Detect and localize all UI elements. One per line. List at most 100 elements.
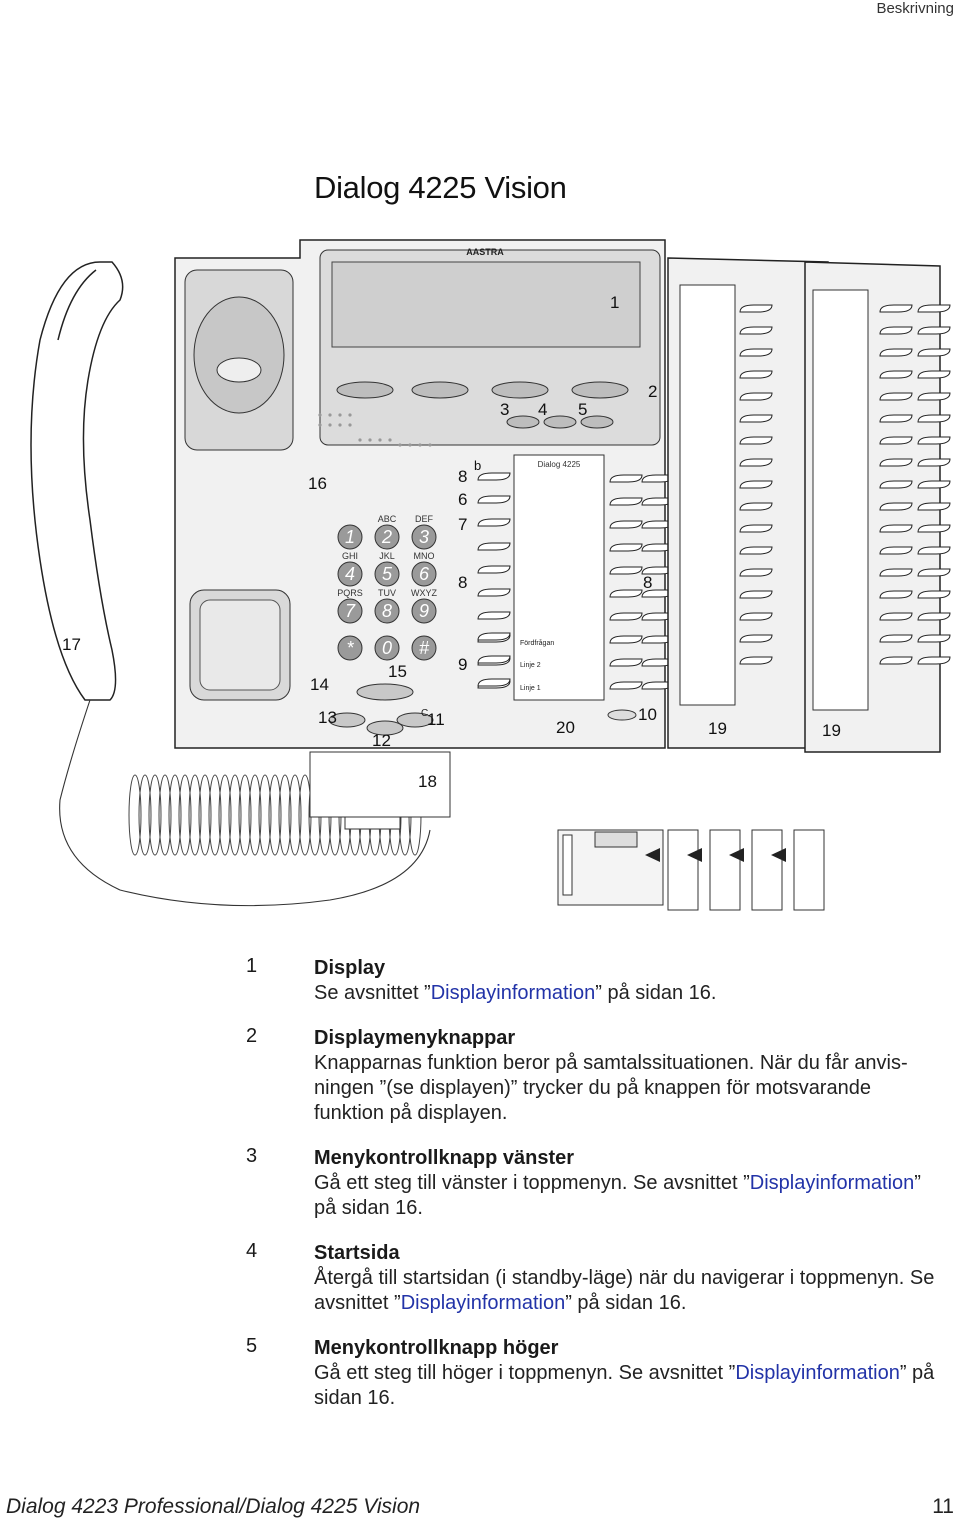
keypad-key[interactable] [337, 524, 363, 550]
feature-key[interactable] [917, 326, 951, 335]
clear-key[interactable] [396, 712, 434, 728]
keypad-key[interactable] [374, 635, 400, 661]
feature-key[interactable] [609, 658, 643, 667]
feature-key[interactable] [879, 414, 913, 423]
feature-key[interactable] [609, 612, 643, 621]
display-menu-key-3[interactable] [491, 381, 549, 399]
feature-key[interactable] [917, 612, 951, 621]
feature-key[interactable] [917, 414, 951, 423]
feature-key[interactable] [609, 520, 643, 529]
feature-key[interactable] [739, 568, 773, 577]
feature-key[interactable] [917, 546, 951, 555]
cross-reference-link[interactable]: Displayinformation [749, 1172, 915, 1194]
menu-right-key[interactable] [580, 415, 614, 429]
keypad-key[interactable] [411, 561, 437, 587]
feature-key[interactable] [739, 524, 773, 533]
feature-key[interactable] [879, 326, 913, 335]
feature-key[interactable] [739, 656, 773, 665]
display-menu-key-1[interactable] [336, 381, 394, 399]
headset-key[interactable] [366, 720, 404, 736]
feature-key[interactable] [609, 497, 643, 506]
feature-key[interactable] [477, 495, 511, 504]
feature-key[interactable] [917, 568, 951, 577]
home-key[interactable] [543, 415, 577, 429]
feature-key[interactable] [917, 634, 951, 643]
feature-key[interactable] [477, 611, 511, 620]
feature-key[interactable] [879, 304, 913, 313]
keypad-key[interactable] [411, 598, 437, 624]
feature-key[interactable] [609, 589, 643, 598]
feature-key[interactable] [917, 392, 951, 401]
feature-key[interactable] [917, 502, 951, 511]
keypad-key[interactable] [411, 524, 437, 550]
feature-key[interactable] [477, 542, 511, 551]
panel-keys[interactable] [739, 304, 951, 665]
keypad-key[interactable] [337, 561, 363, 587]
feature-key[interactable] [917, 304, 951, 313]
feature-key[interactable] [739, 326, 773, 335]
feature-key[interactable] [477, 632, 511, 641]
feature-key[interactable] [739, 590, 773, 599]
keypad-key[interactable] [374, 524, 400, 550]
feature-key[interactable] [477, 565, 511, 574]
feature-key[interactable] [879, 612, 913, 621]
feature-key[interactable] [917, 436, 951, 445]
volume-key[interactable] [356, 683, 414, 701]
feature-key[interactable] [739, 304, 773, 313]
feature-key[interactable] [739, 436, 773, 445]
feature-key[interactable] [477, 678, 511, 687]
feature-key[interactable] [609, 681, 643, 690]
feature-key[interactable] [917, 656, 951, 665]
feature-key[interactable] [879, 568, 913, 577]
feature-key[interactable] [879, 392, 913, 401]
feature-key[interactable] [739, 612, 773, 621]
feature-key[interactable] [739, 546, 773, 555]
feature-keys-left[interactable] [477, 472, 511, 689]
cross-reference-link[interactable]: Displayinformation [400, 1292, 566, 1314]
display-menu-key-4[interactable] [571, 381, 629, 399]
feature-key[interactable] [609, 543, 643, 552]
feature-key[interactable] [477, 655, 511, 664]
feature-key[interactable] [879, 370, 913, 379]
feature-key[interactable] [739, 370, 773, 379]
feature-key[interactable] [477, 518, 511, 527]
feature-key[interactable] [879, 436, 913, 445]
feature-key[interactable] [879, 458, 913, 467]
feature-key[interactable] [739, 348, 773, 357]
feature-key[interactable] [879, 524, 913, 533]
feature-key[interactable] [477, 472, 511, 481]
keypad-key[interactable] [374, 598, 400, 624]
menu-left-key[interactable] [506, 415, 540, 429]
feature-key[interactable] [739, 634, 773, 643]
feature-key[interactable] [879, 502, 913, 511]
feature-key[interactable] [609, 474, 643, 483]
keypad-key[interactable] [337, 598, 363, 624]
feature-key[interactable] [917, 458, 951, 467]
keypad-key[interactable] [337, 635, 363, 661]
feature-key[interactable] [609, 566, 643, 575]
feature-key[interactable] [879, 480, 913, 489]
display-menu-key-2[interactable] [411, 381, 469, 399]
keypad-key[interactable] [411, 635, 437, 661]
feature-key[interactable] [477, 588, 511, 597]
keypad-key[interactable] [374, 561, 400, 587]
feature-key[interactable] [739, 392, 773, 401]
feature-keys-right[interactable] [609, 474, 675, 690]
feature-key[interactable] [609, 635, 643, 644]
feature-key[interactable] [739, 480, 773, 489]
speaker-key[interactable] [328, 712, 366, 728]
feature-key[interactable] [879, 546, 913, 555]
feature-key[interactable] [879, 348, 913, 357]
feature-key[interactable] [739, 502, 773, 511]
feature-key[interactable] [739, 458, 773, 467]
cross-reference-link[interactable]: Displayinformation [735, 1362, 900, 1384]
feature-key[interactable] [739, 414, 773, 423]
feature-key[interactable] [917, 348, 951, 357]
feature-key[interactable] [917, 370, 951, 379]
feature-key[interactable] [917, 480, 951, 489]
feature-key[interactable] [879, 656, 913, 665]
feature-key[interactable] [879, 590, 913, 599]
feature-key[interactable] [917, 590, 951, 599]
cross-reference-link[interactable]: Displayinformation [430, 982, 596, 1004]
